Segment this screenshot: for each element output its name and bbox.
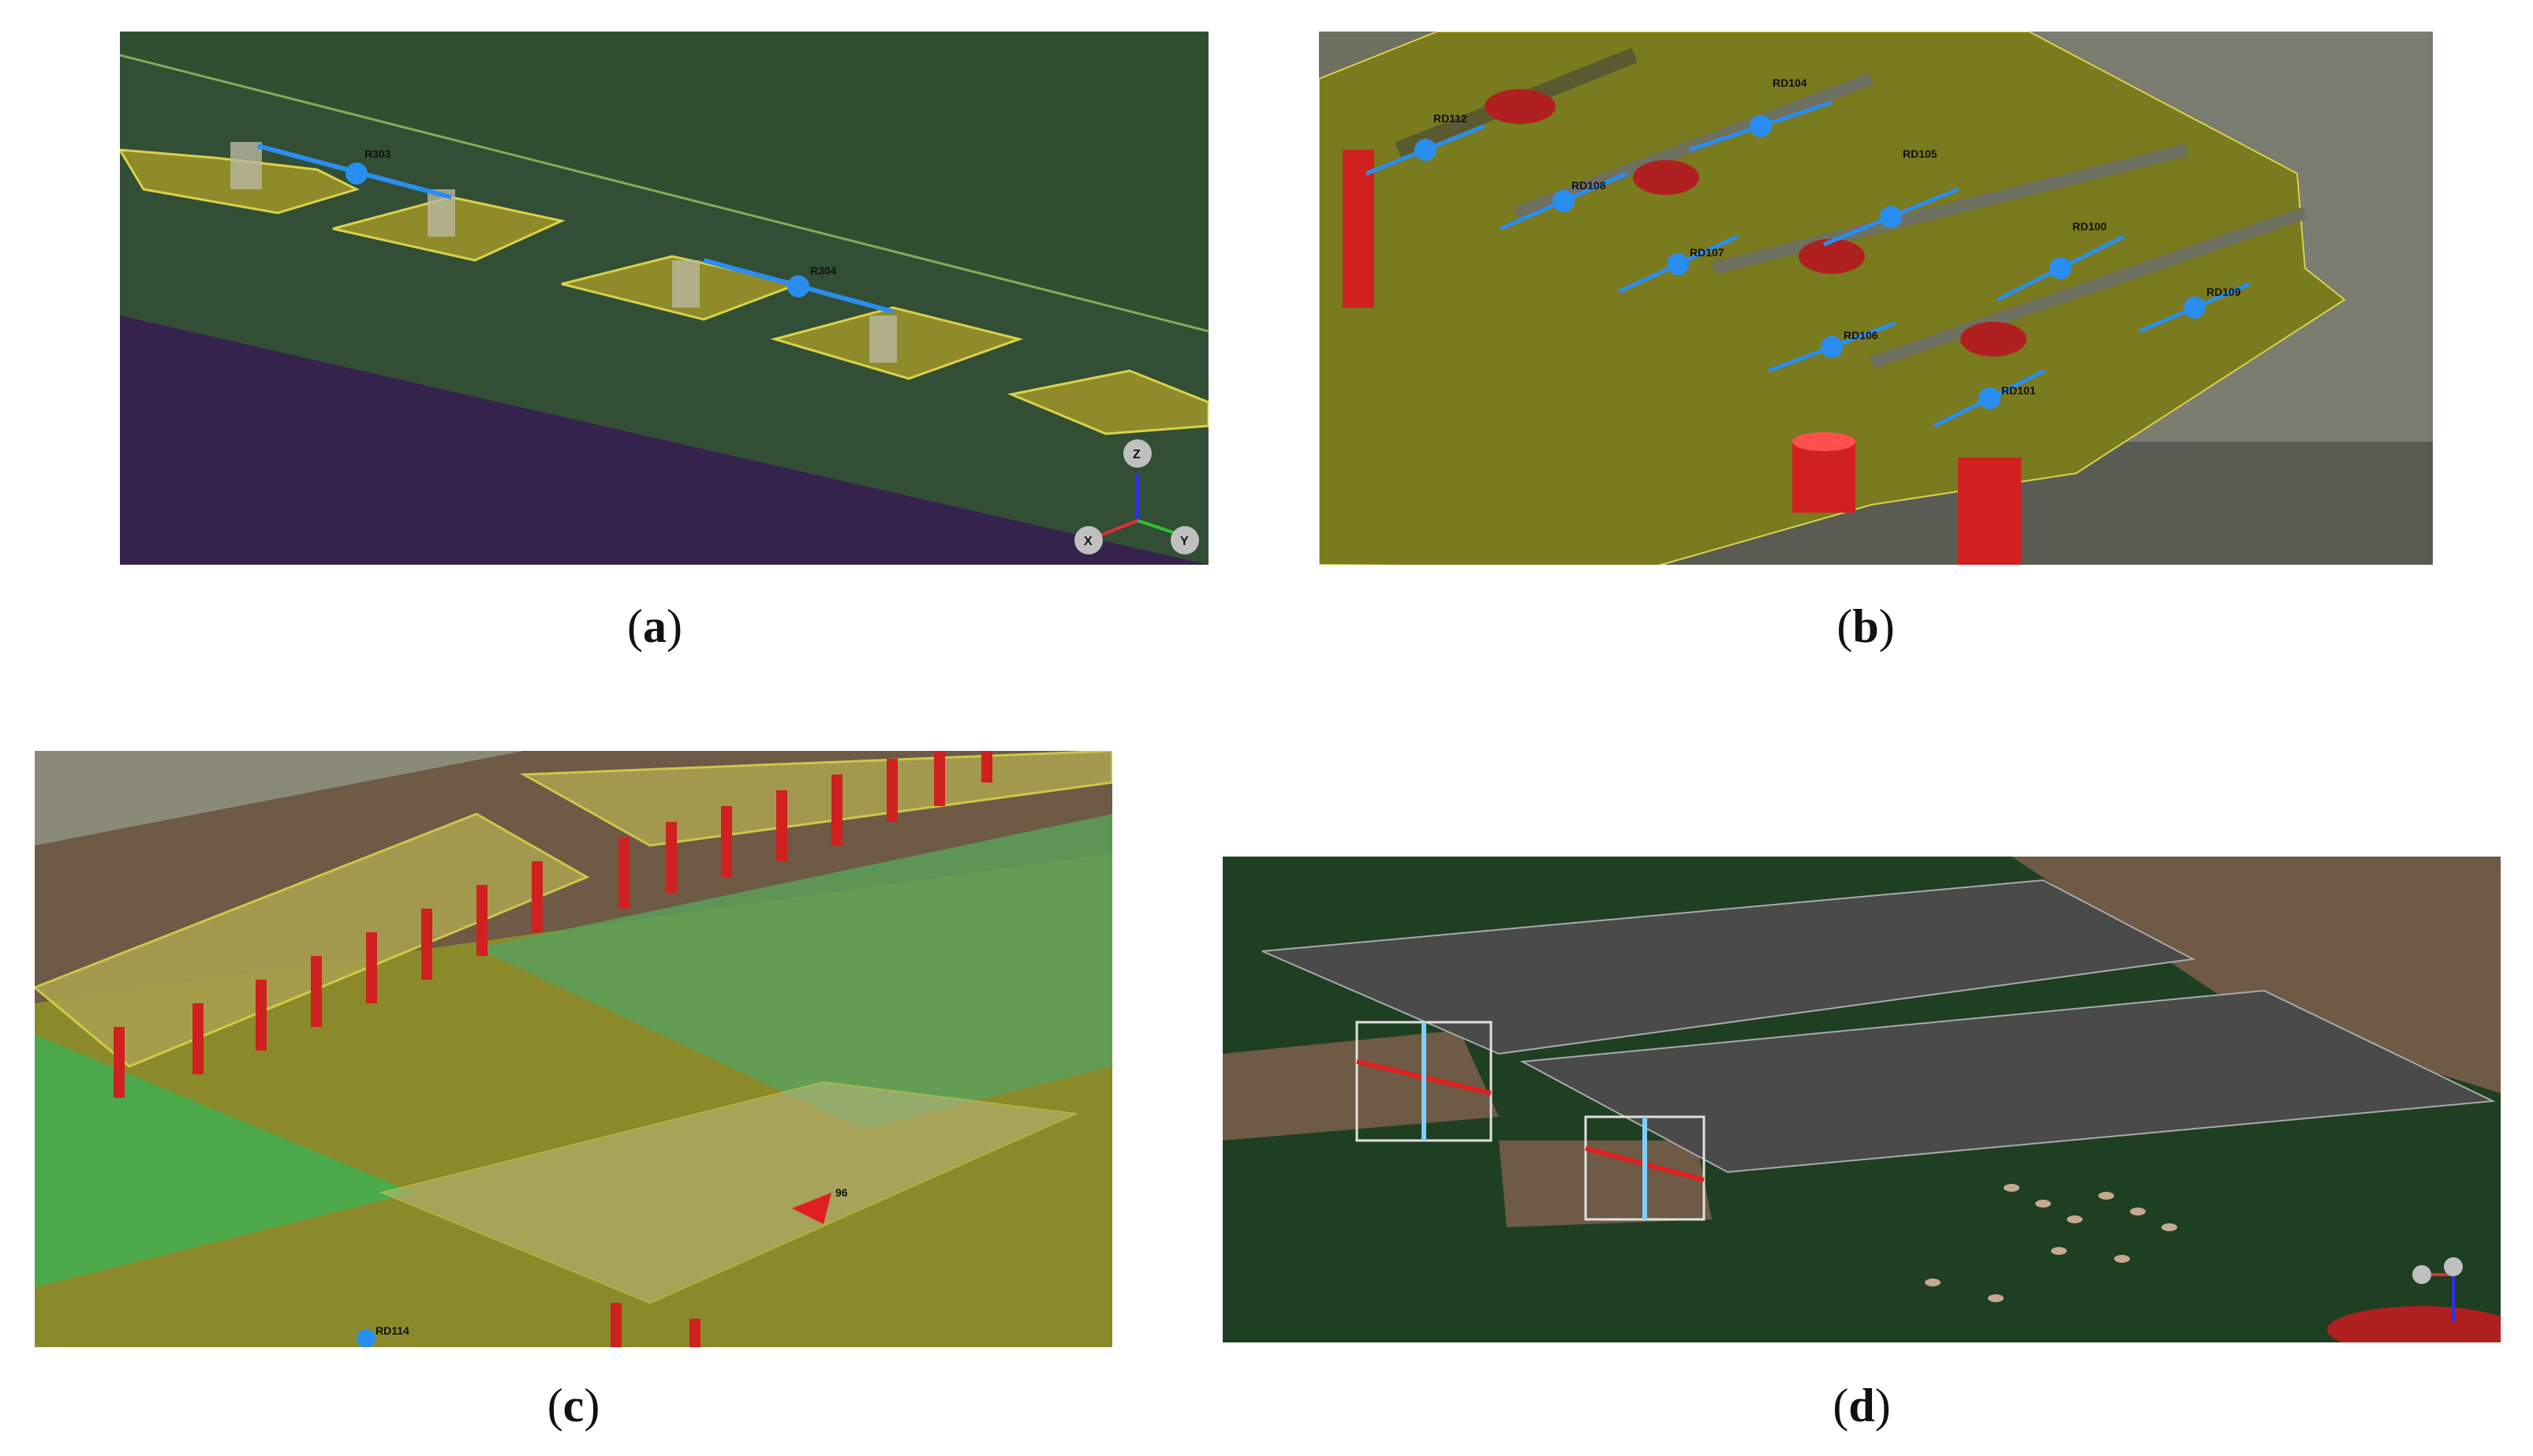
port-label-96: 96 xyxy=(835,1186,848,1199)
port-label-r304: R304 xyxy=(810,264,837,277)
port-label-rd114: RD114 xyxy=(375,1324,409,1337)
svg-text:X: X xyxy=(1084,535,1093,548)
caption-b: (b) xyxy=(1836,600,1895,652)
panel-a-viewport[interactable]: R303 R304 Z X Y xyxy=(120,32,1209,565)
caption-a: (a) xyxy=(627,600,682,652)
panel-b-viewport[interactable]: RD104 RD112 RD105 RD108 RD100 RD107 RD10… xyxy=(1319,32,2433,565)
port-label-r303: R303 xyxy=(364,147,391,160)
port-label-rd100: RD100 xyxy=(2072,220,2107,233)
port-label-rd108: RD108 xyxy=(1571,179,1606,192)
panel-a-scene: R303 R304 Z X Y xyxy=(120,32,1209,565)
axis-triad-icon: Z X Y xyxy=(1074,439,1199,554)
port-label-rd101: RD101 xyxy=(2001,384,2036,397)
svg-text:Z: Z xyxy=(1133,448,1141,461)
caption-c: (c) xyxy=(547,1379,600,1432)
panel-b-scene: RD104 RD112 RD105 RD108 RD100 RD107 RD10… xyxy=(1319,32,2433,565)
caption-d: (d) xyxy=(1833,1379,1891,1432)
panel-c-viewport[interactable]: 96 RD114 xyxy=(35,751,1112,1347)
axis-triad-icon xyxy=(2412,1257,2463,1322)
port-label-rd112: RD112 xyxy=(1433,112,1467,125)
port-label-rd105: RD105 xyxy=(1903,147,1937,160)
port-label-rd106: RD106 xyxy=(1844,329,1878,342)
panel-d-scene xyxy=(1223,857,2501,1342)
panel-d-viewport[interactable] xyxy=(1223,857,2501,1342)
panel-c-scene: 96 RD114 xyxy=(35,751,1112,1347)
port-label-rd107: RD107 xyxy=(1690,246,1724,259)
port-label-rd109: RD109 xyxy=(2206,286,2241,298)
svg-text:Y: Y xyxy=(1180,535,1189,548)
port-label-rd104: RD104 xyxy=(1773,77,1807,89)
